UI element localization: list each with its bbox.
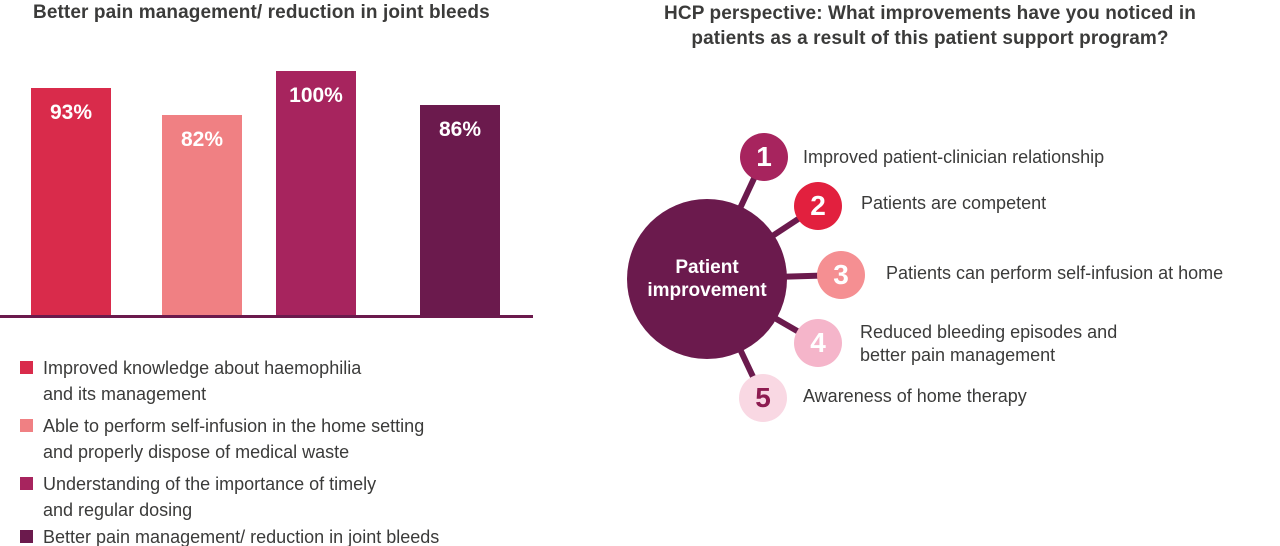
diagram-node-4: 4 bbox=[794, 319, 842, 367]
legend-label-line: and regular dosing bbox=[43, 500, 193, 520]
legend-label-line: Understanding of the importance of timel… bbox=[43, 474, 377, 494]
center-circle-label-line: improvement bbox=[647, 280, 767, 301]
node-number: 1 bbox=[756, 141, 772, 172]
legend-label-line: Improved knowledge about haemophilia bbox=[43, 358, 362, 378]
legend-label-line: and its management bbox=[43, 384, 207, 404]
center-circle-patient-improvement: Patient improvement bbox=[627, 199, 787, 359]
bar-3: 100% bbox=[276, 71, 356, 315]
legend-swatch bbox=[20, 419, 33, 432]
bar-4: 86% bbox=[420, 105, 500, 315]
node-number: 4 bbox=[810, 327, 826, 358]
legend-item: Understanding of the importance of timel… bbox=[20, 471, 376, 523]
center-circle-label-line: Patient bbox=[675, 257, 739, 278]
legend-label-line: Better pain management/ reduction in joi… bbox=[43, 527, 440, 546]
legend-swatch bbox=[20, 361, 33, 374]
bar-chart-title: Better pain management/ reduction in joi… bbox=[33, 2, 490, 23]
node-label-line: Patients are competent bbox=[861, 193, 1047, 213]
diagram-title: HCP perspective: What improvements have … bbox=[664, 3, 1196, 49]
node-number: 5 bbox=[755, 382, 771, 413]
diagram-node-5: 5 bbox=[739, 374, 787, 422]
bar-value-label: 86% bbox=[438, 118, 482, 141]
diagram-node-3: 3 bbox=[817, 251, 865, 299]
bar-value-label: 93% bbox=[49, 101, 93, 124]
node-label-line: better pain management bbox=[860, 345, 1056, 365]
x-axis-line bbox=[0, 315, 533, 318]
node-label-line: Reduced bleeding episodes and bbox=[860, 322, 1118, 342]
node-label-line: Awareness of home therapy bbox=[803, 386, 1027, 406]
bar-1: 93% bbox=[31, 88, 111, 315]
bar-2: 82% bbox=[162, 115, 242, 315]
node-label-line: Improved patient-clinician relationship bbox=[803, 147, 1105, 167]
node-number: 2 bbox=[810, 190, 826, 221]
legend-item: Improved knowledge about haemophilia and… bbox=[20, 355, 361, 407]
legend-label-line: Able to perform self-infusion in the hom… bbox=[43, 416, 425, 436]
diagram-node-1: 1 bbox=[740, 133, 788, 181]
diagram-node-2: 2 bbox=[794, 182, 842, 230]
legend-item: Able to perform self-infusion in the hom… bbox=[20, 413, 424, 465]
legend-swatch bbox=[20, 477, 33, 490]
node-number: 3 bbox=[833, 259, 849, 290]
bar-value-label: 100% bbox=[289, 84, 343, 107]
bar-value-label: 82% bbox=[180, 128, 224, 151]
legend-item: Better pain management/ reduction in joi… bbox=[20, 524, 439, 546]
bar-chart-plot: 93% 82% 100% 86% bbox=[0, 0, 560, 315]
node-label-line: Patients can perform self-infusion at ho… bbox=[886, 263, 1224, 283]
legend-label-line: and properly dispose of medical waste bbox=[43, 442, 350, 462]
legend-swatch bbox=[20, 530, 33, 543]
